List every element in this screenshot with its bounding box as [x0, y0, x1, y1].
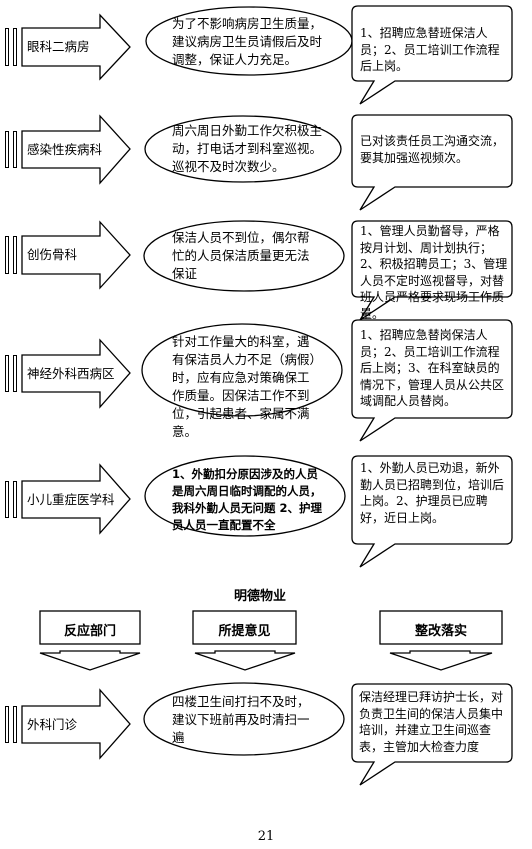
rectification-callout-3 [351, 220, 513, 321]
section-title: 明德物业 [233, 589, 286, 604]
department-label-2: 感染性疾病科 [27, 142, 103, 157]
department-arrow-3 [21, 220, 131, 290]
department-label-last: 外科门诊 [27, 717, 78, 732]
rectification-text-last: 保洁经理已拜访护士长，对负责卫生间的保洁人员集中培训，并建立卫生间巡查表，主管加… [359, 690, 504, 754]
page-number: 21 [257, 829, 275, 844]
opinion-text-3: 保洁人员不到位，偶尔帮忙的人员保洁质量更无法保证 [172, 230, 310, 281]
department-label-1: 眼科二病房 [27, 39, 90, 54]
opinion-text-last: 四楼卫生间打扫不及时，建议下班前再及时清扫一遍 [172, 694, 310, 745]
rectification-callout-4 [351, 319, 513, 442]
bar-2a [5, 131, 9, 168]
row-5-shapes [21, 455, 513, 568]
header-opinion-shape [192, 610, 297, 671]
header-department-shape [39, 610, 141, 671]
opinion-oval-5 [144, 455, 346, 537]
bar-2b [13, 131, 17, 168]
opinion-text-1: 为了不影响病房卫生质量，建议病房卫生员请假后及时调整，保证人力充足。 [172, 16, 323, 67]
bar-1a [5, 28, 9, 66]
bar-4a [5, 355, 9, 392]
bar-5a [5, 481, 9, 518]
bar-4b [13, 355, 17, 392]
header-rectification-shape [379, 610, 503, 671]
row-4-shapes [21, 319, 513, 442]
rectification-callout-2 [351, 114, 513, 211]
department-arrow-1 [21, 13, 131, 81]
row-2-shapes [21, 114, 513, 211]
department-arrow-5 [21, 463, 131, 535]
row-1-shapes [21, 5, 513, 105]
rectification-callout-last [351, 683, 513, 786]
department-arrow-2 [21, 114, 131, 185]
bar-lastb [13, 706, 17, 743]
rectification-callout-1 [351, 5, 513, 105]
rectification-text-5: 1、外勤人员已劝退，新外勤人员已招聘到位，培训后上岗。2、护理员已应聘好，近日上… [360, 461, 505, 525]
header-department: 反应部门 [63, 624, 116, 639]
opinion-oval-last [143, 682, 345, 756]
bar-3a [5, 236, 9, 274]
header-opinion: 所提意见 [218, 624, 271, 639]
department-label-4: 神经外科西病区 [27, 366, 115, 381]
rectification-text-2: 已对该责任员工沟通交流，要其加强巡视频次。 [360, 134, 505, 165]
bar-3b [13, 236, 17, 274]
bar-lasta [5, 706, 9, 743]
rectification-text-1: 1、招聘应急替班保洁人员；2、员工培训工作流程后上岗。 [360, 26, 500, 73]
opinion-oval-4 [141, 323, 343, 417]
bar-5b [13, 481, 17, 518]
opinion-text-2: 周六周日外勤工作欠积极主动，打电话才到科室巡视。巡视不及时次数少。 [172, 123, 323, 174]
department-arrow-last [21, 688, 131, 760]
last-row-shapes [21, 682, 513, 786]
bar-1b [13, 28, 17, 66]
rectification-text-4: 1、招聘应急替岗保洁人员；2、员工培训工作流程后上岗；3、在科室缺员的情况下，管… [360, 328, 505, 408]
row-3-shapes [21, 220, 513, 321]
opinion-text-4: 针对工作量大的科室，遇有保洁员人力不足（病假）时，应有应急对策确保工作质量。因保… [172, 334, 316, 439]
rectification-callout-5 [351, 455, 513, 568]
opinion-text-5: 1、外勤扣分原因涉及的人员是周六周日临时调配的人员，我科外勤人员无问题 2、护理… [172, 467, 323, 532]
department-label-5: 小儿重症医学科 [27, 492, 115, 507]
opinion-oval-3 [143, 220, 345, 292]
header-rectification: 整改落实 [414, 624, 467, 639]
department-label-3: 创伤骨科 [27, 247, 78, 262]
opinion-oval-2 [144, 115, 342, 183]
rectification-text-3: 1、管理人员勤督导，严格按月计划、周计划执行；2、积极招聘员工；3、管理人员不定… [360, 224, 508, 321]
department-arrow-4 [21, 338, 131, 409]
